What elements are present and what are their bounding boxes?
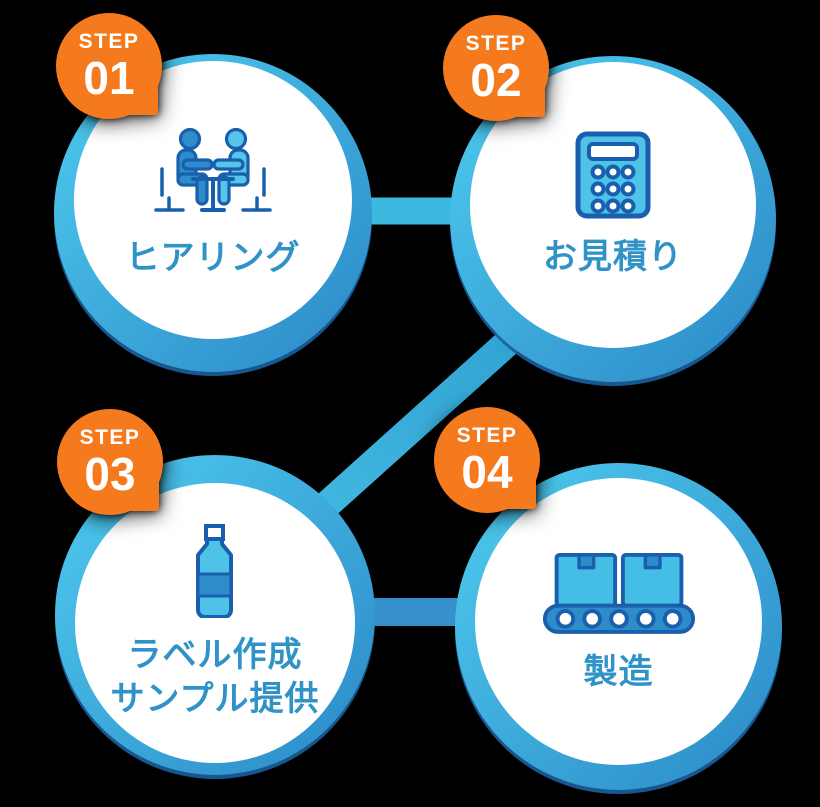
calculator-icon (575, 131, 651, 219)
step-circle-3: ラベル作成 サンプル提供 (55, 455, 375, 775)
step-circle-3-inner: ラベル作成 サンプル提供 (75, 483, 355, 763)
badge-bubble: STEP 02 (443, 15, 549, 121)
badge-step-word: STEP (465, 32, 527, 55)
step-title: お見積り (543, 238, 683, 277)
step-title-line-1: ラベル作成 (127, 636, 303, 675)
badge-step-number: 03 (84, 448, 136, 500)
badge-step-number: 02 (470, 54, 522, 106)
step-title: ラベル作成 サンプル提供 (111, 634, 320, 721)
badge-bubble: STEP 04 (434, 407, 540, 513)
step-badge-03: STEP 03 (57, 409, 163, 515)
step-badge-01: STEP 01 (56, 13, 162, 119)
conveyor-icon (542, 552, 695, 634)
step-badge-02: STEP 02 (443, 15, 549, 121)
step-title-line-2: サンプル提供 (110, 680, 320, 718)
step-title: 製造 (583, 652, 654, 691)
badge-step-word: STEP (79, 426, 141, 449)
badge-bubble: STEP 01 (56, 13, 162, 119)
badge-step-word: STEP (456, 424, 518, 447)
step-badge-04: STEP 04 (434, 407, 540, 513)
badge-step-number: 04 (461, 446, 513, 498)
badge-step-word: STEP (78, 30, 140, 53)
step-title: ヒアリング (125, 239, 301, 278)
bottle-icon (196, 524, 233, 619)
step-circle-4: 製造 (455, 463, 782, 790)
badge-step-number: 01 (83, 52, 135, 104)
step-circle-4-inner: 製造 (475, 478, 762, 765)
meeting-icon (154, 128, 272, 213)
badge-bubble: STEP 03 (57, 409, 163, 515)
